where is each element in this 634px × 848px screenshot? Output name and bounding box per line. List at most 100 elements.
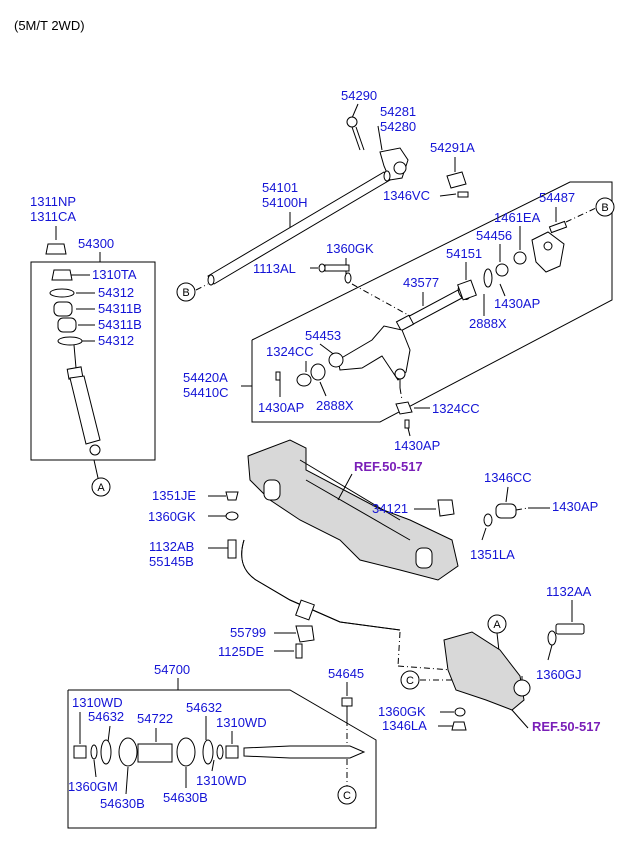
label-43577: 43577 <box>403 275 439 290</box>
crossmember-group: REF.50-517 1351JE 1360GK 34121 1346CC 14… <box>148 439 598 581</box>
stabilizer-bar-part <box>241 539 401 631</box>
callout-b-left-letter: B <box>182 287 189 299</box>
label-54100H: 54100H <box>262 195 308 210</box>
label-1125DE: 1125DE <box>218 644 264 659</box>
callout-b-left <box>176 282 196 302</box>
callout-c-right <box>400 670 420 690</box>
bolt-1132AB-part <box>227 539 237 559</box>
shock-absorber-part <box>66 344 101 456</box>
bushing-54151-part <box>457 279 477 301</box>
label-54630B-b: 54630B <box>163 790 208 805</box>
label-1360GM: 1360GM <box>68 779 118 794</box>
upper-arm-group: 54290 54281 54280 54291A 1346VC 54101 54… <box>176 88 615 453</box>
label-54151: 54151 <box>446 246 482 261</box>
label-55145B: 55145B <box>149 554 194 569</box>
label-54630B-a: 54630B <box>100 796 145 811</box>
label-54722: 54722 <box>137 711 173 726</box>
stabilizer-group: 1132AB 55145B 55799 1125DE <box>149 539 453 671</box>
label-1324CC-a: 1324CC <box>266 344 314 359</box>
bushing-54453-part <box>296 352 344 387</box>
label-1351JE: 1351JE <box>152 488 196 503</box>
label-1430AP-a: 1430AP <box>494 296 540 311</box>
callout-b-right-letter: B <box>601 202 608 214</box>
ref-lower-arm: REF.50-517 <box>532 719 601 734</box>
stabilizer-link-part <box>243 745 366 759</box>
callout-b-right <box>595 197 615 217</box>
nut-1311NP-part <box>45 243 67 255</box>
bracket-55799-part <box>295 625 315 643</box>
label-54311B-a: 54311B <box>98 301 142 316</box>
label-54632-a: 54632 <box>88 709 124 724</box>
label-54487: 54487 <box>539 190 575 205</box>
label-55799: 55799 <box>230 625 266 640</box>
link-bolt-54645-part <box>341 697 353 720</box>
lower-control-arm-part <box>443 631 525 711</box>
label-1132AA: 1132AA <box>546 584 592 599</box>
label-1310WD-c: 1310WD <box>196 773 247 788</box>
label-54456: 54456 <box>476 228 512 243</box>
label-54280: 54280 <box>380 119 416 134</box>
washer-54456-part <box>483 268 493 288</box>
callout-a-left <box>91 477 111 497</box>
callout-c-right-letter: C <box>406 675 414 687</box>
upper-arm-bracket-part <box>531 220 568 273</box>
label-54290: 54290 <box>341 88 377 103</box>
label-54453: 54453 <box>305 328 341 343</box>
label-1310WD-a: 1310WD <box>72 695 123 710</box>
castle-nut-part <box>395 401 413 415</box>
label-1351LA: 1351LA <box>470 547 515 562</box>
label-1311NP: 1311NP <box>30 194 76 209</box>
label-1346VC: 1346VC <box>383 188 430 203</box>
label-54300: 54300 <box>78 236 114 251</box>
stabilizer-link-group: 54700 54645 C 1310WD 54632 54722 54632 1… <box>67 662 377 829</box>
callout-a-right-letter: A <box>493 619 501 631</box>
label-54281: 54281 <box>380 104 416 119</box>
label-54700: 54700 <box>154 662 190 677</box>
label-1430AP-b: 1430AP <box>258 400 304 415</box>
label-1311CA: 1311CA <box>30 209 76 224</box>
label-54311B-b: 54311B <box>98 317 142 332</box>
label-1324CC-b: 1324CC <box>432 401 480 416</box>
upper-control-arm-part <box>337 325 411 388</box>
label-1360GJ: 1360GJ <box>536 667 582 682</box>
bushing-stack-part <box>73 737 239 767</box>
label-1461EA: 1461EA <box>494 210 541 225</box>
snap-ring-part <box>513 251 527 265</box>
torsion-bar-part <box>207 170 391 286</box>
ref-crossmember: REF.50-517 <box>354 459 423 474</box>
variant-header: (5M/T 2WD) <box>14 18 85 33</box>
crossmember-part <box>247 439 459 581</box>
label-54410C: 54410C <box>183 385 229 400</box>
label-1113AL: 1113AL <box>253 261 296 276</box>
label-1430AP-d: 1430AP <box>552 499 598 514</box>
callout-c-bottom-letter: C <box>343 790 351 802</box>
label-54420A: 54420A <box>183 370 228 385</box>
callout-c-bottom <box>337 785 357 805</box>
washer-1346CC-part <box>495 503 517 519</box>
label-1360GK-low: 1360GK <box>378 704 426 719</box>
label-54312-b: 54312 <box>98 333 134 348</box>
label-54101: 54101 <box>262 180 298 195</box>
label-1346CC: 1346CC <box>484 470 532 485</box>
label-54645: 54645 <box>328 666 364 681</box>
label-1430AP-c: 1430AP <box>394 438 440 453</box>
label-1132AB: 1132AB <box>149 539 194 554</box>
label-54632-b: 54632 <box>186 700 222 715</box>
label-2888X-a: 2888X <box>469 316 507 331</box>
label-1310TA: 1310TA <box>92 267 137 282</box>
label-54291A: 54291A <box>430 140 475 155</box>
label-54312-a: 54312 <box>98 285 134 300</box>
callout-a-left-letter: A <box>97 482 105 494</box>
lower-arm-group: A 1132AA 1360GJ REF.50-517 C 1360GK 1346… <box>378 584 601 734</box>
label-1360GK-top: 1360GK <box>326 241 374 256</box>
label-1360GK-mid: 1360GK <box>148 509 196 524</box>
label-2888X-b: 2888X <box>316 398 354 413</box>
label-34121: 34121 <box>372 501 408 516</box>
adjuster-bolt-part <box>446 171 467 189</box>
bolt-1132AA-part <box>555 623 585 635</box>
label-1346LA: 1346LA <box>382 718 427 733</box>
shock-absorber-group: 1311NP 1311CA 54300 1310TA 54312 54311B … <box>30 194 156 497</box>
label-1310WD-b: 1310WD <box>216 715 267 730</box>
bump-stopper-part <box>437 499 455 517</box>
